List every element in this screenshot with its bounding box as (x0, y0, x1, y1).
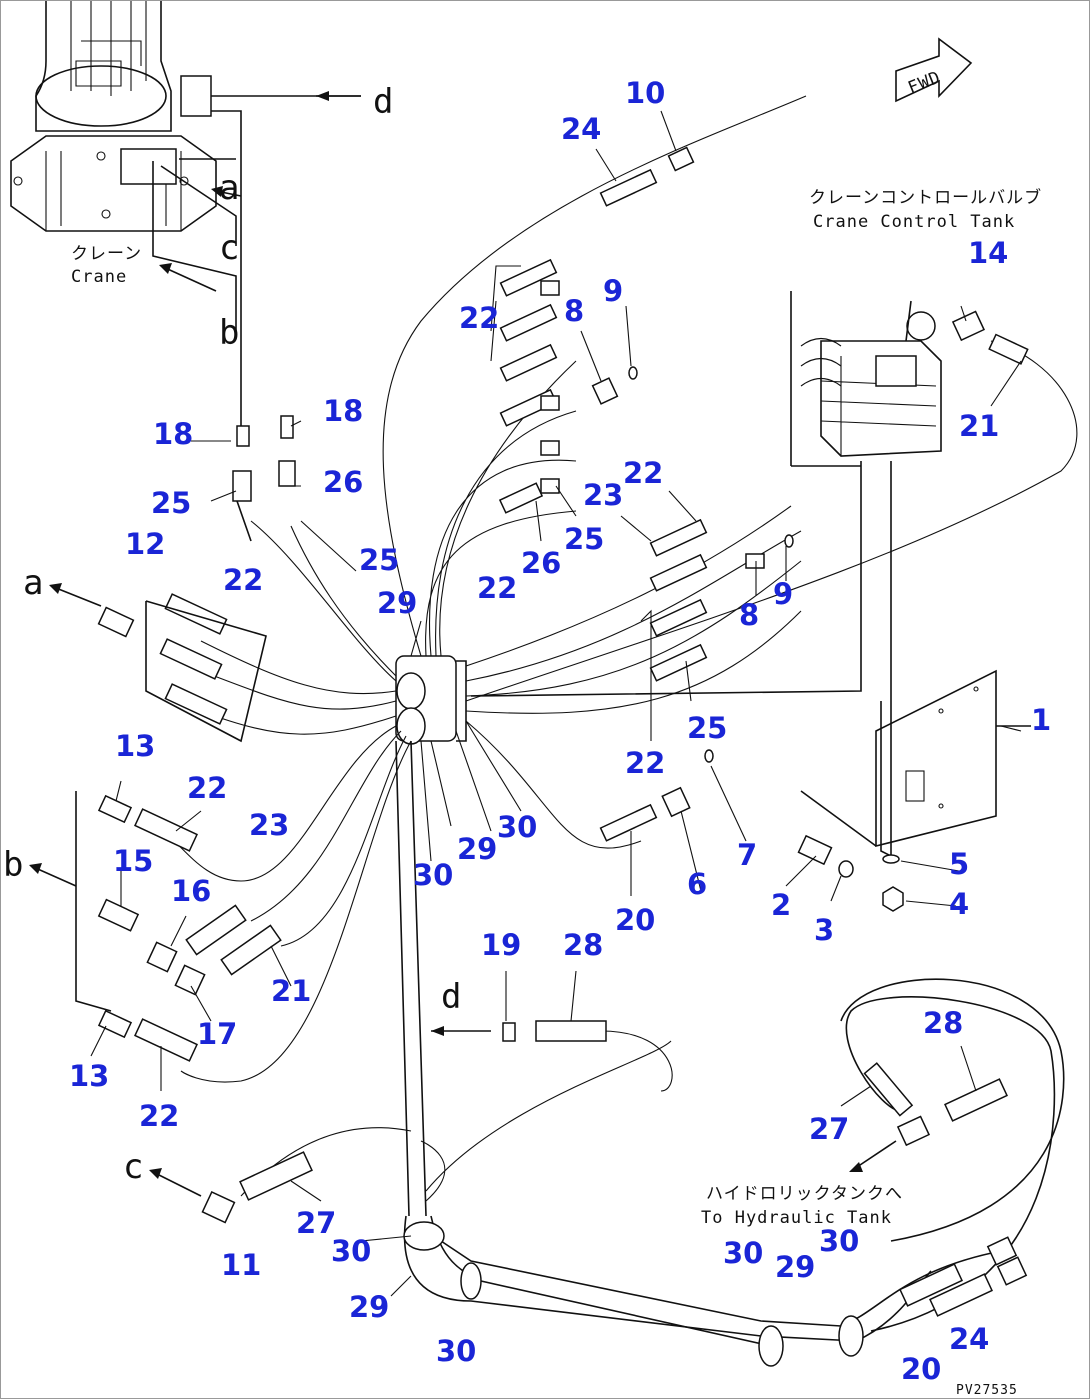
part-number-22-a: 22 (459, 301, 499, 335)
part-number-13-a: 13 (115, 729, 155, 763)
part-number-2: 2 (771, 888, 791, 922)
direction-arrows (29, 91, 897, 1197)
part-number-22-g: 22 (139, 1099, 179, 1133)
part-number-28-b: 28 (923, 1006, 963, 1040)
part-number-20-b: 20 (901, 1352, 941, 1386)
part-number-24-b: 24 (949, 1322, 989, 1356)
part-number-28-a: 28 (563, 928, 603, 962)
fwd-arrow: FWD (895, 37, 973, 103)
part-number-22-e: 22 (625, 746, 665, 780)
tank-label-jp: ハイドロリックタンクへ (706, 1184, 903, 1204)
part-number-13-b: 13 (69, 1059, 109, 1093)
part-number-22-d: 22 (223, 563, 263, 597)
part-number-10: 10 (625, 76, 665, 110)
part-number-11: 11 (221, 1248, 261, 1282)
part-number-18-b: 18 (323, 394, 363, 428)
part-number-29-c: 29 (775, 1250, 815, 1284)
part-number-30-c: 30 (331, 1234, 371, 1268)
part-number-22-f: 22 (187, 771, 227, 805)
letter-c-bottom: c (123, 1147, 143, 1187)
part-number-17: 17 (197, 1017, 237, 1051)
letter-c-top: c (219, 228, 239, 268)
part-number-3: 3 (814, 913, 834, 947)
part-number-8-b: 8 (739, 598, 759, 632)
part-number-30-d: 30 (819, 1224, 859, 1258)
part-number-4: 4 (949, 887, 969, 921)
part-number-23-b: 23 (249, 808, 289, 842)
part-number-18-a: 18 (153, 417, 193, 451)
part-number-21-b: 21 (271, 974, 311, 1008)
crane-label-en: Crane (71, 267, 127, 287)
fwd-label: FWD (905, 67, 944, 98)
hose-routing (160, 95, 1078, 1217)
plate-bracket (800, 669, 1031, 857)
part-number-8-a: 8 (564, 294, 584, 328)
fittings (75, 146, 1029, 1317)
part-number-14: 14 (968, 236, 1008, 270)
part-number-9-b: 9 (773, 577, 793, 611)
part-number-12: 12 (125, 527, 165, 561)
valve-label-en: Crane Control Tank (813, 212, 1015, 232)
part-number-25-c: 25 (359, 543, 399, 577)
part-number-20-a: 20 (615, 903, 655, 937)
part-number-23-a: 23 (583, 478, 623, 512)
part-number-6: 6 (687, 867, 707, 901)
letter-b-left: b (3, 845, 23, 885)
part-number-30-a: 30 (497, 810, 537, 844)
part-numbers: 10 24 14 22 8 9 21 18 18 26 25 22 23 25 … (69, 76, 1051, 1386)
letter-a-left: a (23, 563, 43, 603)
valve-label-jp: クレーンコントロールバルブ (809, 187, 1042, 208)
part-number-25-a: 25 (151, 486, 191, 520)
part-number-27-b: 27 (296, 1206, 336, 1240)
letter-b-top: b (219, 313, 239, 353)
drawing-code: PV27535 (956, 1383, 1018, 1398)
main-clamp (395, 655, 467, 745)
part-number-15: 15 (113, 844, 153, 878)
tank-label-en: To Hydraulic Tank (701, 1208, 892, 1228)
letter-a-top: a (219, 168, 239, 208)
part-number-29-d: 29 (349, 1290, 389, 1324)
part-number-16: 16 (171, 874, 211, 908)
crane-assembly (10, 1, 361, 426)
part-number-26-a: 26 (323, 465, 363, 499)
leader-lines (90, 110, 1022, 1297)
part-number-1: 1 (1031, 703, 1051, 737)
text-labels: クレーン Crane クレーンコントロールバルブ Crane Control T… (3, 82, 1042, 1398)
part-number-30-e: 30 (723, 1236, 763, 1270)
part-number-22-c: 22 (477, 571, 517, 605)
part-number-5: 5 (949, 847, 969, 881)
letter-d-top: d (373, 82, 393, 122)
part-number-30-b: 30 (413, 858, 453, 892)
part-number-27-a: 27 (809, 1112, 849, 1146)
part-number-30-f: 30 (436, 1334, 476, 1368)
part-number-25-b: 25 (564, 522, 604, 556)
part-number-19: 19 (481, 928, 521, 962)
crane-label-jp: クレーン (71, 244, 142, 264)
part-number-26-b: 26 (521, 546, 561, 580)
part-number-7: 7 (737, 838, 757, 872)
part-number-25-d: 25 (687, 711, 727, 745)
part-number-29-b: 29 (457, 832, 497, 866)
crane-control-valve (470, 291, 942, 856)
part-number-22-b: 22 (623, 456, 663, 490)
part-number-24-top: 24 (561, 112, 601, 146)
part-number-9-a: 9 (603, 274, 623, 308)
letter-d-mid: d (441, 977, 461, 1017)
part-number-21-a: 21 (959, 409, 999, 443)
part-number-29-a: 29 (377, 586, 417, 620)
